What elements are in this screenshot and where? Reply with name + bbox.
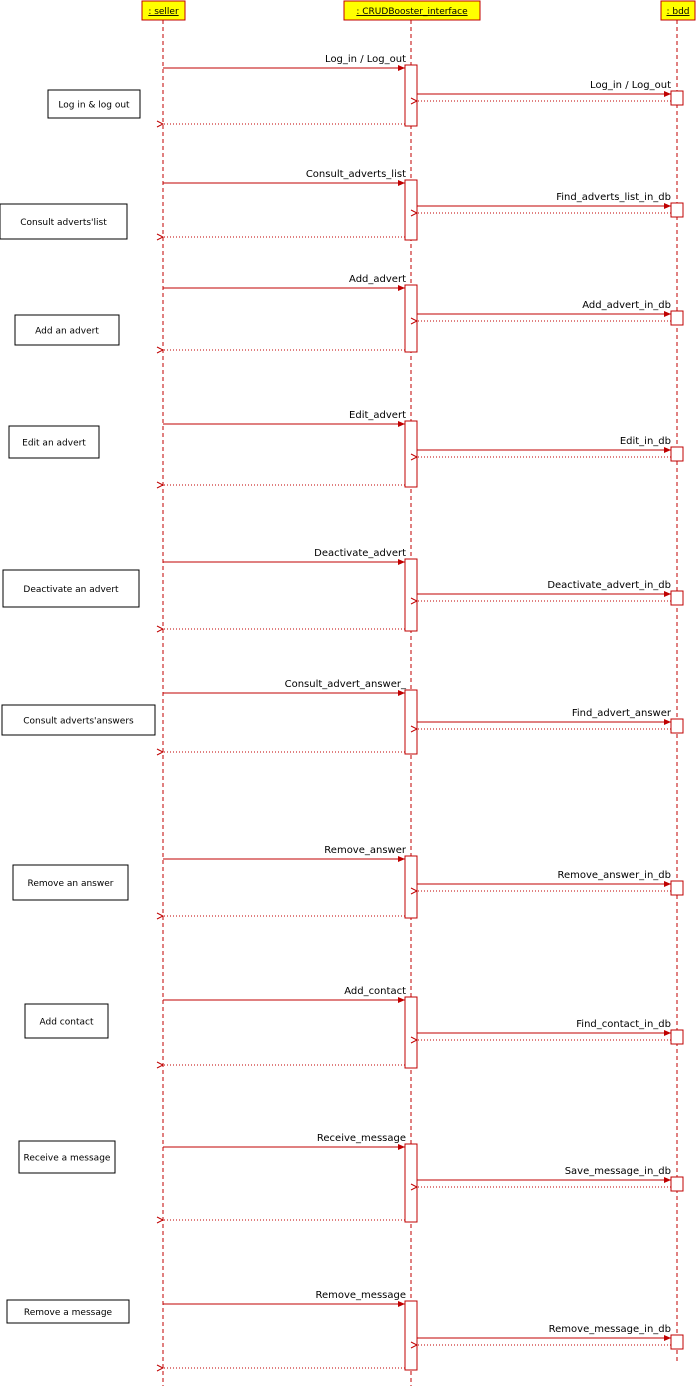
note-label: Log in & log out bbox=[58, 101, 130, 111]
db-message-label: Remove_message_in_db bbox=[549, 1324, 671, 1335]
db-activation-box bbox=[670, 1334, 684, 1350]
note-box bbox=[47, 89, 141, 119]
message-label: Receive_message bbox=[317, 1133, 406, 1144]
interaction-block: Remove an answer Remove_answerRemove_answ… bbox=[12, 845, 684, 919]
activation-bar bbox=[404, 64, 418, 127]
message-label: Edit_advert bbox=[349, 410, 406, 421]
message-label: Remove_message bbox=[315, 1290, 406, 1301]
message-label: Log_in / Log_out bbox=[325, 54, 406, 65]
note-label: Consult adverts'list bbox=[20, 218, 107, 228]
db-activation-box bbox=[670, 90, 684, 106]
db-activation-box bbox=[670, 590, 684, 606]
note-box bbox=[0, 203, 128, 240]
activation-bar bbox=[404, 420, 418, 488]
db-activation-box bbox=[670, 880, 684, 896]
activation-bar bbox=[404, 558, 418, 632]
activation-bar bbox=[404, 996, 418, 1069]
actor-interface-box bbox=[343, 0, 481, 21]
actor-interface: : CRUDBooster_interface bbox=[343, 0, 481, 21]
db-activation-box bbox=[670, 1029, 684, 1045]
actor-bdd-label: : bdd bbox=[666, 7, 689, 17]
db-activation-box bbox=[670, 718, 684, 734]
note-label: Deactivate an advert bbox=[23, 585, 119, 595]
db-activation-box bbox=[670, 202, 684, 218]
activation-bar bbox=[404, 1143, 418, 1223]
note-label: Add contact bbox=[40, 1018, 94, 1028]
db-message-label: Add_advert_in_db bbox=[582, 300, 671, 311]
db-message-label: Deactivate_advert_in_db bbox=[547, 580, 671, 591]
note-box bbox=[14, 314, 120, 346]
db-message-label: Log_in / Log_out bbox=[590, 80, 671, 91]
message-label: Consult_adverts_list bbox=[306, 169, 406, 180]
note-box bbox=[18, 1140, 116, 1174]
db-message-label: Edit_in_db bbox=[620, 436, 671, 447]
message-label: Consult_advert_answer_ bbox=[285, 679, 407, 690]
db-message-label: Find_adverts_list_in_db bbox=[556, 192, 671, 203]
db-message-label: Remove_answer_in_db bbox=[557, 870, 671, 881]
interaction-block: Consult adverts'answers Consult_advert_an… bbox=[1, 679, 684, 755]
db-activation-box bbox=[670, 1176, 684, 1192]
interaction-block: Receive a message Receive_messageSave_mes… bbox=[18, 1133, 684, 1223]
note-box bbox=[12, 864, 129, 901]
activation-bar bbox=[404, 855, 418, 919]
db-message-label: Find_advert_answer bbox=[572, 708, 672, 719]
message-label: Remove_answer bbox=[324, 845, 407, 856]
actor-bdd: : bdd bbox=[660, 0, 696, 21]
note-label: Remove an answer bbox=[28, 879, 114, 889]
message-label: Add_contact bbox=[344, 986, 406, 997]
db-message-label: Save_message_in_db bbox=[565, 1166, 671, 1177]
activation-bar bbox=[404, 1300, 418, 1371]
activation-bar bbox=[404, 689, 418, 755]
note-label: Consult adverts'answers bbox=[23, 717, 134, 727]
db-message-label: Find_contact_in_db bbox=[576, 1019, 671, 1030]
interaction-block: Consult adverts'list Consult_adverts_list… bbox=[0, 169, 684, 241]
activation-bar bbox=[404, 284, 418, 353]
note-box bbox=[8, 425, 100, 459]
actor-seller: : seller bbox=[141, 0, 186, 21]
interaction-block: Remove a message Remove_messageRemove_mes… bbox=[6, 1290, 684, 1371]
actor-seller-label: : seller bbox=[148, 7, 179, 17]
note-label: Receive a message bbox=[24, 1154, 111, 1164]
note-box bbox=[1, 704, 156, 736]
note-box bbox=[24, 1003, 109, 1039]
note-label: Add an advert bbox=[35, 327, 99, 337]
actor-bdd-box bbox=[660, 0, 696, 21]
message-label: Add_advert bbox=[349, 274, 406, 285]
actor-interface-label: : CRUDBooster_interface bbox=[356, 7, 468, 17]
db-activation-box bbox=[670, 446, 684, 462]
note-box bbox=[2, 569, 140, 608]
interaction-block: Deactivate an advert Deactivate_advertDea… bbox=[2, 548, 684, 632]
activation-bar bbox=[404, 179, 418, 241]
message-label: Deactivate_advert bbox=[314, 548, 406, 559]
note-label: Remove a message bbox=[24, 1308, 113, 1318]
db-activation-box bbox=[670, 310, 684, 326]
note-box bbox=[6, 1299, 130, 1324]
note-label: Edit an advert bbox=[22, 439, 86, 449]
